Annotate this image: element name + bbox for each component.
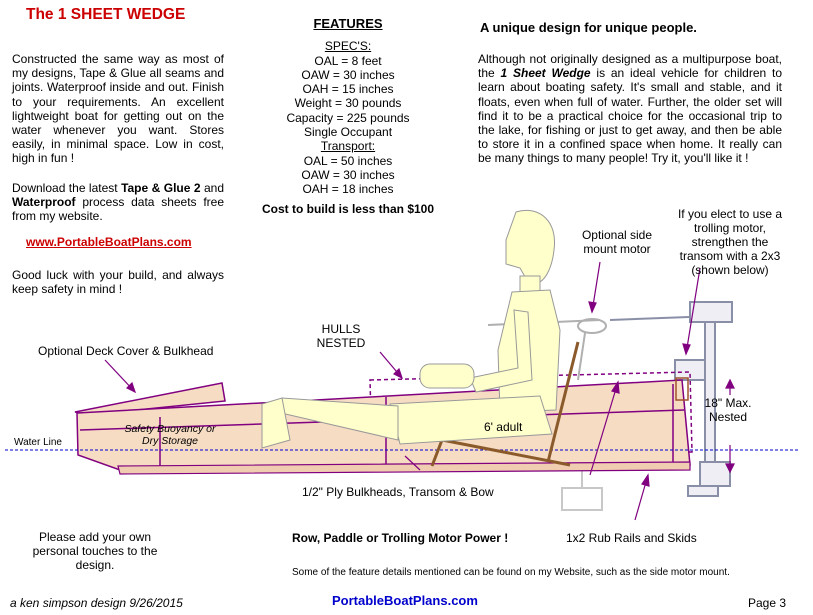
seated-adult — [261, 210, 561, 449]
features-block: FEATURES SPEC'S: OAL = 8 feet OAW = 30 i… — [248, 16, 448, 216]
website-details-note: Some of the feature details mentioned ca… — [292, 567, 730, 578]
download-mid: and — [200, 181, 224, 195]
features-heading: FEATURES — [313, 16, 383, 31]
download-note: Download the latest Tape & Glue 2 and Wa… — [12, 181, 224, 224]
label-adult: 6' adult — [484, 420, 523, 434]
label-rub-rails: 1x2 Rub Rails and Skids — [566, 531, 697, 545]
seat-frame — [430, 341, 580, 467]
skids — [117, 461, 691, 475]
spec-line: Single Occupant — [303, 125, 393, 140]
label-water-line: Water Line — [14, 437, 62, 448]
footer-page-number: Page 3 — [748, 596, 787, 610]
spec-line: OAL = 8 feet — [314, 53, 382, 68]
download-post: process data sheets free from my website… — [12, 195, 224, 224]
right-para-italic: 1 Sheet Wedge — [500, 66, 591, 81]
right-para-pre: Although not originally designed as a mu… — [478, 52, 782, 81]
transport-line: OAH = 18 inches — [302, 182, 394, 197]
spec-line: OAW = 30 inches — [301, 67, 395, 82]
footer-credit: a ken simpson design 9/26/2015 — [10, 596, 183, 610]
right-para-post: is an ideal vehicle for children to lear… — [478, 66, 783, 166]
download-bold-1: Tape & Glue 2 — [121, 181, 201, 195]
personal-touches-note: Please add your own personal touches to … — [32, 530, 158, 572]
label-bulkheads: 1/2" Ply Bulkheads, Transom & Bow — [302, 485, 494, 499]
cost-note: Cost to build is less than $100 — [261, 201, 435, 216]
label-trolling-note: If you elect to use a trolling motor, st… — [677, 207, 783, 277]
page-title: The 1 SHEET WEDGE — [26, 6, 186, 23]
callout-arrows — [104, 261, 735, 521]
label-optional-motor: Optional side mount motor — [581, 228, 653, 256]
spec-line: OAH = 15 inches — [302, 82, 394, 97]
label-hulls-nested: HULLS NESTED — [316, 322, 366, 350]
right-heading: A unique design for unique people. — [480, 20, 697, 35]
power-note: Row, Paddle or Trolling Motor Power ! — [292, 531, 509, 545]
label-deck-cover: Optional Deck Cover & Bulkhead — [38, 344, 214, 358]
footer-site-link[interactable]: PortableBoatPlans.com — [332, 593, 478, 608]
intro-paragraph: Constructed the same way as most of my d… — [12, 52, 224, 166]
label-max-nested: 18" Max. Nested — [704, 396, 752, 424]
good-luck-note: Good luck with your build, and always ke… — [12, 268, 224, 297]
specs-heading: SPEC'S: — [324, 39, 372, 54]
transport-line: OAL = 50 inches — [303, 153, 393, 168]
download-bold-2: Waterproof — [12, 195, 76, 210]
label-safety: Safety Buoyancy or Dry Storage — [124, 423, 216, 447]
ghost-lower-motor — [561, 470, 603, 511]
download-pre: Download the latest — [12, 181, 122, 195]
trolling-motor — [609, 301, 733, 497]
spec-line: Weight = 30 pounds — [294, 96, 402, 111]
spec-line: Capacity = 225 pounds — [286, 110, 410, 125]
transport-line: OAW = 30 inches — [301, 167, 395, 182]
transport-heading: Transport: — [320, 139, 376, 154]
website-link[interactable]: www.PortableBoatPlans.com — [26, 235, 192, 249]
right-paragraph: Although not originally designed as a mu… — [478, 52, 782, 166]
